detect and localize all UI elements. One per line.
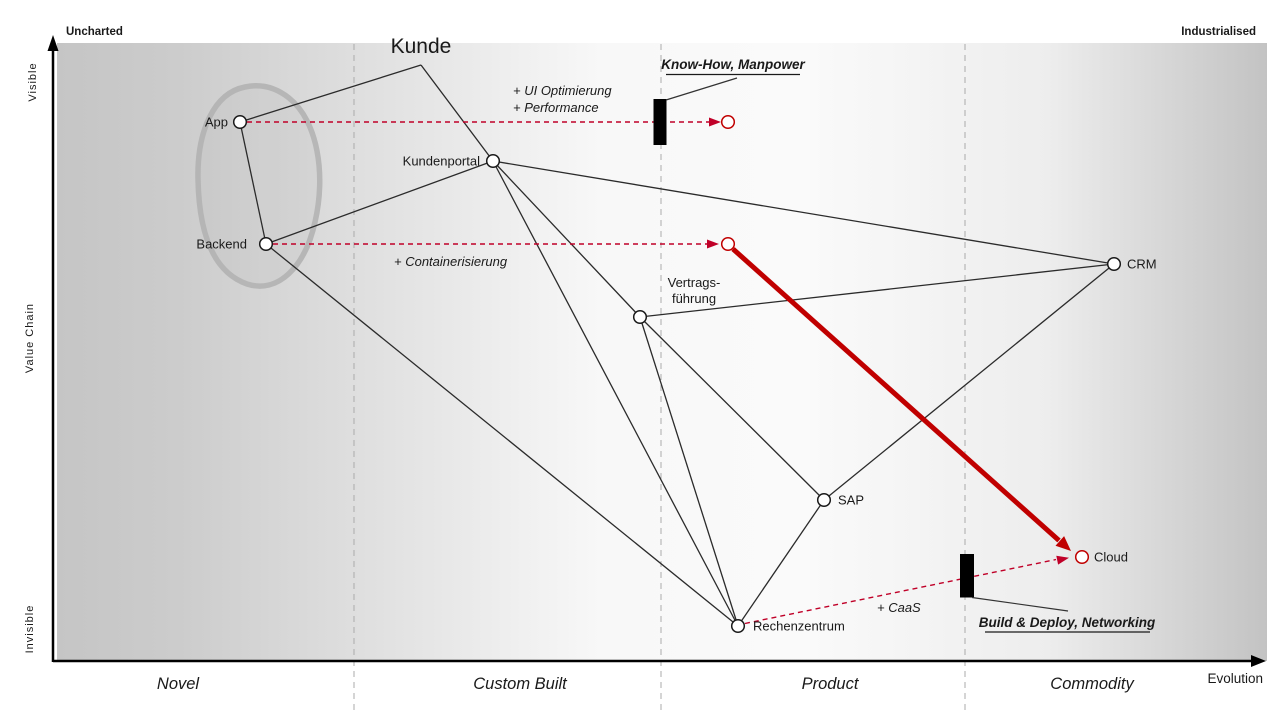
node-vertragsfuehrung xyxy=(632,309,648,325)
label-stage-product: Product xyxy=(802,675,860,693)
edge-app-backend xyxy=(239,121,267,245)
label-barrier-build-deploy: Build & Deploy, Networking xyxy=(979,615,1156,630)
stage-dividers xyxy=(353,44,966,714)
annotation-caas: + CaaS xyxy=(877,600,921,615)
movement-arrowheads xyxy=(707,117,1069,565)
label-evolution: Evolution xyxy=(1207,671,1263,686)
arrowhead-rechenzentrum-movement xyxy=(1056,555,1069,565)
pointer-know-how xyxy=(665,77,738,101)
node-app-target xyxy=(720,114,736,130)
node-cloud xyxy=(1074,549,1090,565)
label-rechenzentrum: Rechenzentrum xyxy=(753,619,845,634)
label-kunde: Kunde xyxy=(391,35,452,58)
node-app xyxy=(232,114,248,130)
edge-backend-kundenportal xyxy=(265,160,494,245)
component-nodes xyxy=(232,114,1122,634)
node-backend xyxy=(258,236,274,252)
arrowhead-backend-cloud xyxy=(1055,536,1071,551)
label-uncharted: Uncharted xyxy=(66,26,123,38)
edge-kundenportal-crm xyxy=(492,160,1115,265)
movement-line-rechenzentrum xyxy=(744,558,1057,625)
edge-kunde-kundenportal xyxy=(420,64,494,162)
edge-app-kunde xyxy=(239,64,422,123)
label-visible: Visible xyxy=(27,62,39,101)
edge-backend-rechenzentrum xyxy=(265,243,739,627)
annotation-performance: + Performance xyxy=(513,100,599,115)
label-app: App xyxy=(205,115,228,130)
edge-vertragsfuehrung-rechenzentrum xyxy=(639,316,739,627)
label-kundenportal: Kundenportal xyxy=(403,154,480,169)
edge-vertragsfuehrung-sap xyxy=(639,316,825,501)
label-barrier-know-how: Know-How, Manpower xyxy=(661,57,805,72)
highlight-blob xyxy=(195,83,323,289)
arrowhead-app-movement xyxy=(709,117,721,127)
edges xyxy=(239,64,1115,627)
label-stage-novel: Novel xyxy=(157,675,201,693)
label-vertragsfuehrung-line1: Vertrags- xyxy=(668,275,721,290)
label-backend: Backend xyxy=(196,237,247,252)
node-sap xyxy=(816,492,832,508)
node-kundenportal xyxy=(485,153,501,169)
label-invisible: Invisible xyxy=(24,605,36,654)
node-rechenzentrum xyxy=(730,618,746,634)
label-industrialised: Industrialised xyxy=(1181,26,1256,38)
label-cloud: Cloud xyxy=(1094,550,1128,565)
pointer-build-deploy xyxy=(971,596,1069,612)
axes xyxy=(47,35,1266,667)
label-vertragsfuehrung-line2: führung xyxy=(672,291,716,306)
label-value-chain: Value Chain xyxy=(24,303,36,373)
x-axis-arrow-icon xyxy=(1251,655,1266,667)
edge-sap-rechenzentrum xyxy=(737,499,825,627)
y-axis-arrow-icon xyxy=(47,35,59,51)
new-dependency-backend-cloud xyxy=(731,247,1061,543)
edge-sap-crm xyxy=(823,263,1115,501)
barrier-app xyxy=(653,99,667,145)
node-backend-target xyxy=(720,236,736,252)
label-sap: SAP xyxy=(838,493,864,508)
movement-annotations: + UI Optimierung + Performance + Contain… xyxy=(394,83,921,615)
label-stage-commodity: Commodity xyxy=(1050,675,1135,693)
node-crm xyxy=(1106,256,1122,272)
inertia-barriers xyxy=(653,99,974,598)
annotation-containerisierung: + Containerisierung xyxy=(394,254,508,269)
edge-kundenportal-rechenzentrum xyxy=(492,160,739,627)
barrier-rechenzentrum xyxy=(960,554,974,598)
arrowhead-backend-movement xyxy=(707,239,719,249)
label-stage-custom-built: Custom Built xyxy=(473,675,568,693)
movement-dashed-lines xyxy=(247,121,1057,625)
annotation-ui-optimierung: + UI Optimierung xyxy=(513,83,612,98)
moved-nodes xyxy=(720,114,1090,565)
edge-vertragsfuehrung-crm xyxy=(639,263,1115,318)
edge-kundenportal-vertragsfuehrung xyxy=(492,160,641,318)
label-crm: CRM xyxy=(1127,257,1157,272)
